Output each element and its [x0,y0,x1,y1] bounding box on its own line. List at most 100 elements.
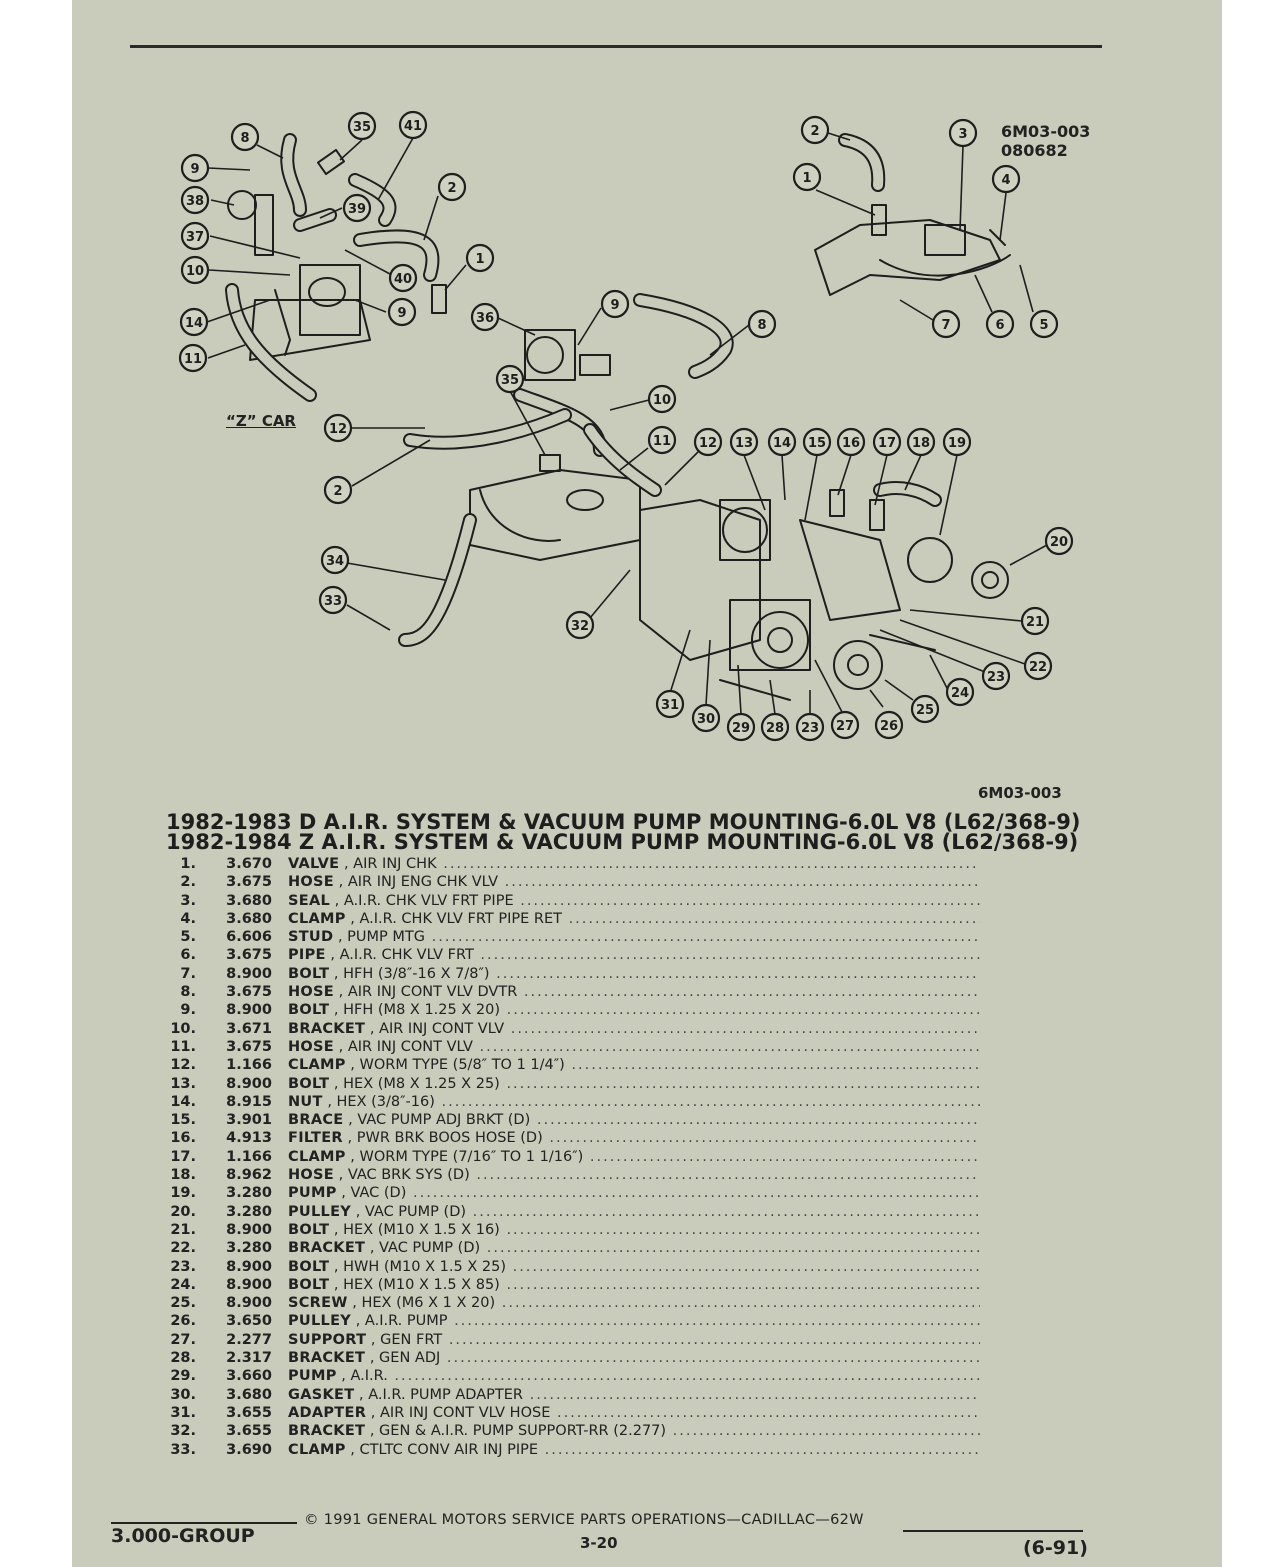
part-detail: , HWH (M10 X 1.5 X 25) [333,1258,506,1275]
part-name: CLAMP [288,910,346,927]
part-description: SUPPORT , GEN FRT ......................… [288,1331,980,1349]
part-detail: , VAC PUMP (D) [369,1240,481,1257]
top-rule [130,45,1102,48]
part-number: 1. [180,856,196,872]
part-detail: , HFH (M8 X 1.25 X 20) [333,1002,500,1019]
part-description: SEAL , A.I.R. CHK VLV FRT PIPE .........… [288,892,980,910]
callout-18: 10 [647,384,677,414]
callout-number: 12 [699,436,717,451]
part-group-code: 8.962 [226,1167,272,1184]
callout-number: 4 [1001,173,1010,188]
callout-number: 11 [653,434,671,449]
part-name: SEAL [288,892,331,909]
leader-lines [206,132,1048,715]
part-name: BOLT [288,1221,330,1238]
callout-9: 1 [465,243,495,273]
callout-21: 11 [647,425,677,455]
part-group-code: 3.690 [226,1441,272,1458]
part-detail: , AIR INJ ENG CHK VLV [338,874,499,891]
callout-number: 28 [766,721,784,736]
callout-number: 9 [190,162,199,177]
part-number: 23. [170,1258,196,1275]
part-number: 12. [170,1057,196,1074]
callout-47: 3 [948,118,978,148]
footer-page-number: 3-20 [580,1534,618,1552]
part-name: HOSE [288,984,335,1001]
part-group-code: 3.675 [226,1038,272,1055]
part-number: 28. [170,1350,196,1367]
callout-10: 10 [180,255,210,285]
part-description: CLAMP , CTLTC CONV AIR INJ PIPE ........… [288,1441,980,1459]
dot-leader: ........................................… [536,1112,980,1129]
part-description: HOSE , VAC BRK SYS (D) .................… [288,1166,980,1184]
part-name: STUD [288,929,334,946]
callout-14: 36 [470,302,500,332]
part-name: BRACKET [288,1350,366,1367]
part-number: 30. [170,1386,196,1403]
part-name: SUPPORT [288,1331,367,1348]
callout-number: 27 [836,719,854,734]
callout-number: 1 [475,252,484,267]
dot-leader: ........................................… [431,929,980,946]
footer-rule-left [111,1522,297,1524]
part-name: BRACKET [288,1240,366,1257]
part-group-code: 3.280 [226,1203,272,1220]
callout-number: 39 [348,202,366,217]
part-name: PULLEY [288,1313,352,1330]
part-description: NUT , HEX (3/8″-16) ....................… [288,1093,980,1111]
part-group-code: 1.166 [226,1148,272,1165]
part-number: 7. [180,965,196,982]
part-name: PIPE [288,947,326,964]
callout-number: 31 [661,698,679,713]
callout-13: 11 [178,343,208,373]
part-description: BOLT , HEX (M10 X 1.5 X 85) ............… [288,1276,980,1294]
part-description: BOLT , HFH (3/8″-16 X 7/8″) ............… [288,965,980,983]
part-detail: , GEN & A.I.R. PUMP SUPPORT-RR (2.277) [369,1423,667,1440]
callout-29: 19 [942,427,972,457]
callout-number: 10 [186,264,204,279]
part-description: VALVE , AIR INJ CHK ....................… [288,855,980,873]
part-description: CLAMP , A.I.R. CHK VLV FRT PIPE RET ....… [288,910,980,928]
part-detail: , HEX (M6 X 1 X 20) [352,1295,496,1312]
callout-45: 25 [910,694,940,724]
part-group-code: 8.900 [226,1276,272,1293]
part-number: 8. [180,984,196,1001]
callout-number: 2 [810,124,819,139]
part-name: CLAMP [288,1057,346,1074]
part-detail: , HEX (M8 X 1.25 X 25) [333,1075,500,1092]
dot-leader: ........................................… [394,1368,980,1385]
part-detail: , AIR INJ CONT VLV HOSE [370,1404,551,1421]
engine-assembly [398,293,1009,701]
dot-leader: ........................................… [571,1057,980,1074]
part-description: HOSE , AIR INJ CONT VLV DVTR ...........… [288,983,980,1001]
callout-number: 14 [185,316,203,331]
callout-number: 1 [802,171,811,186]
part-name: PULLEY [288,1203,352,1220]
part-description: BOLT , HFH (M8 X 1.25 X 20) ............… [288,1001,980,1019]
callout-number: 24 [951,686,969,701]
callout-number: 20 [1050,535,1068,550]
part-description: BRACKET , AIR INJ CONT VLV .............… [288,1020,980,1038]
part-detail: , PWR BRK BOOS HOSE (D) [347,1130,543,1147]
part-number: 17. [170,1148,196,1165]
callout-24: 14 [767,427,797,457]
dot-leader: ........................................… [549,1130,980,1147]
callout-number: 9 [610,298,619,313]
part-number: 13. [170,1075,196,1092]
callout-42: 23 [795,712,825,742]
dot-leader: ........................................… [486,1240,980,1257]
dot-leader: ........................................… [479,1038,981,1055]
part-description: BRACE , VAC PUMP ADJ BRKT (D) ..........… [288,1111,980,1129]
callout-number: 6 [995,318,1004,333]
part-detail: , A.I.R. CHK VLV FRT [330,947,474,964]
part-description: FILTER , PWR BRK BOOS HOSE (D) .........… [288,1129,980,1147]
dot-leader: ........................................… [506,1276,980,1293]
